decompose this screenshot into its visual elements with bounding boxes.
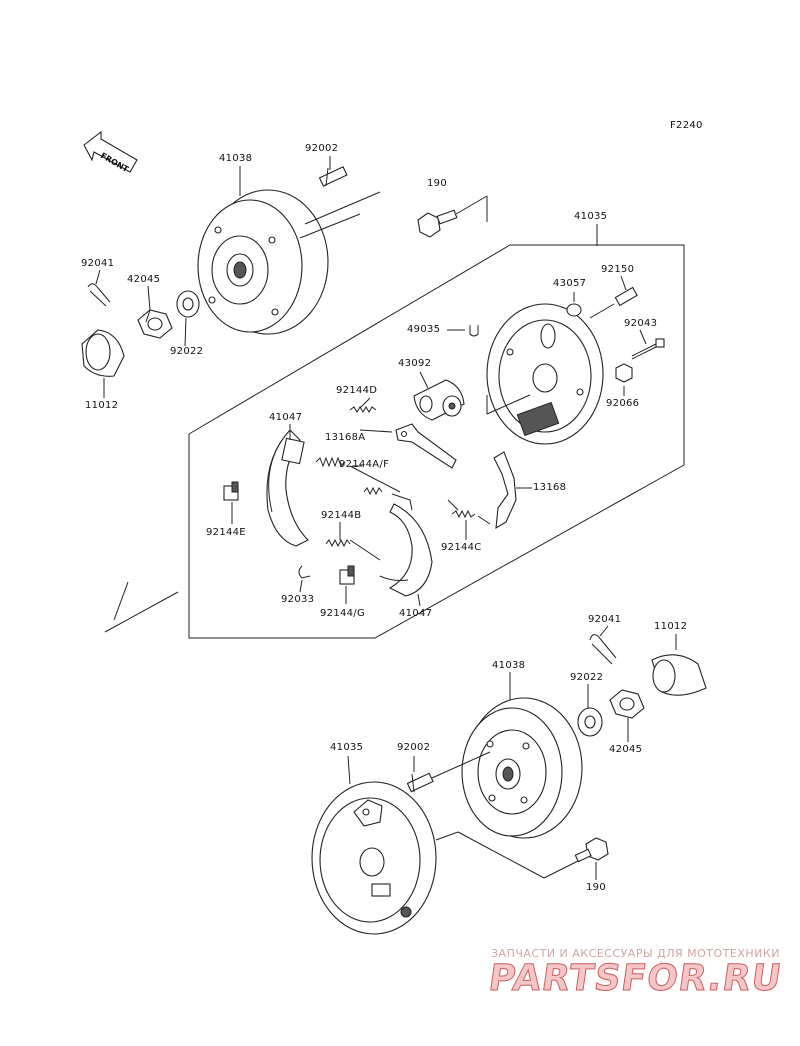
- castle-nut-left: [137, 309, 173, 339]
- part-label-11012-right: 11012: [654, 621, 688, 632]
- part-label-190-lower: 190: [586, 882, 606, 893]
- bolt-92043: [631, 338, 665, 360]
- part-label-41035-lower: 41035: [330, 742, 364, 753]
- brake-drum-upper: [197, 189, 381, 335]
- backing-plate-lower: [311, 781, 601, 935]
- clip-92033: [298, 565, 311, 579]
- part-label-43092: 43092: [398, 358, 432, 369]
- front-arrow-icon: FRONT: [83, 130, 138, 174]
- part-label-42045-left: 42045: [127, 274, 161, 285]
- part-label-41047-upper: 41047: [269, 412, 303, 423]
- part-label-41038-lower: 41038: [492, 660, 526, 671]
- clip-49035: [469, 325, 479, 337]
- brake-drum-lower: [431, 697, 583, 839]
- washer-left: [176, 290, 200, 318]
- part-label-92144d: 92144D: [336, 385, 378, 396]
- part-label-92144-g: 92144/G: [320, 608, 366, 619]
- shoe-assembly-frame: [104, 244, 685, 639]
- part-label-13168: 13168: [533, 482, 567, 493]
- spring-92144a-f: [315, 456, 401, 496]
- bleeder-screw: [589, 286, 638, 319]
- part-label-92043: 92043: [624, 318, 658, 329]
- backing-plate-upper: [486, 303, 604, 445]
- part-label-41047-lower: 41047: [399, 608, 433, 619]
- part-label-92144e: 92144E: [206, 527, 246, 538]
- wheel-cylinder: [413, 379, 465, 421]
- part-label-42045-right: 42045: [609, 744, 643, 755]
- spring-92144d: [349, 406, 377, 413]
- strut-13168: [493, 451, 532, 530]
- castle-nut-right: [609, 689, 645, 719]
- part-label-92002-upper: 92002: [305, 143, 339, 154]
- spring-92144c: [447, 499, 491, 525]
- adjuster-lever: [395, 423, 457, 469]
- part-label-190-upper: 190: [427, 178, 447, 189]
- grease-cap-left: [81, 329, 125, 377]
- part-label-92041-left: 92041: [81, 258, 115, 269]
- part-label-92144b: 92144B: [321, 510, 362, 521]
- part-label-11012-left: 11012: [85, 400, 119, 411]
- part-label-41038-upper: 41038: [219, 153, 253, 164]
- part-label-92022-left: 92022: [170, 346, 204, 357]
- grease-cap-right: [651, 654, 707, 696]
- cotter-pin-right: [589, 634, 617, 665]
- stud-bolt-lower: [406, 772, 434, 793]
- part-label-41035-upper: 41035: [574, 211, 608, 222]
- part-label-92066: 92066: [606, 398, 640, 409]
- stud-bolt-upper: [318, 166, 348, 187]
- part-label-92033: 92033: [281, 594, 315, 605]
- brake-shoe-left: [266, 429, 309, 547]
- part-label-13168a: 13168A: [325, 432, 366, 443]
- leader-lines: [95, 156, 677, 880]
- part-label-92150: 92150: [601, 264, 635, 275]
- grommet: [566, 303, 582, 317]
- part-label-92022-right: 92022: [570, 672, 604, 683]
- part-label-49035: 49035: [407, 324, 441, 335]
- spring-92144b: [325, 538, 381, 561]
- brake-shoe-right: [379, 493, 433, 597]
- washer-right: [577, 707, 603, 737]
- part-label-92144a-f: 92144A/F: [339, 459, 390, 470]
- cotter-pin-left: [87, 283, 111, 307]
- shoe-retainer-clip-g: [339, 565, 355, 585]
- part-label-92144c: 92144C: [441, 542, 482, 553]
- part-label-92041-right: 92041: [588, 614, 622, 625]
- part-label-92002-lower: 92002: [397, 742, 431, 753]
- nut-92066: [615, 363, 633, 383]
- shoe-retainer-clip-e: [223, 481, 239, 501]
- figure-code: F2240: [670, 120, 703, 131]
- bolt-lower: [574, 837, 609, 863]
- bolt-upper: [417, 195, 488, 238]
- watermark-tagline: ЗАПЧАСТИ И АКСЕССУАРЫ ДЛЯ МОТОТЕХНИКИ: [491, 947, 780, 960]
- part-label-43057: 43057: [553, 278, 587, 289]
- watermark-logo: PARTSFOR.RU: [486, 958, 786, 1000]
